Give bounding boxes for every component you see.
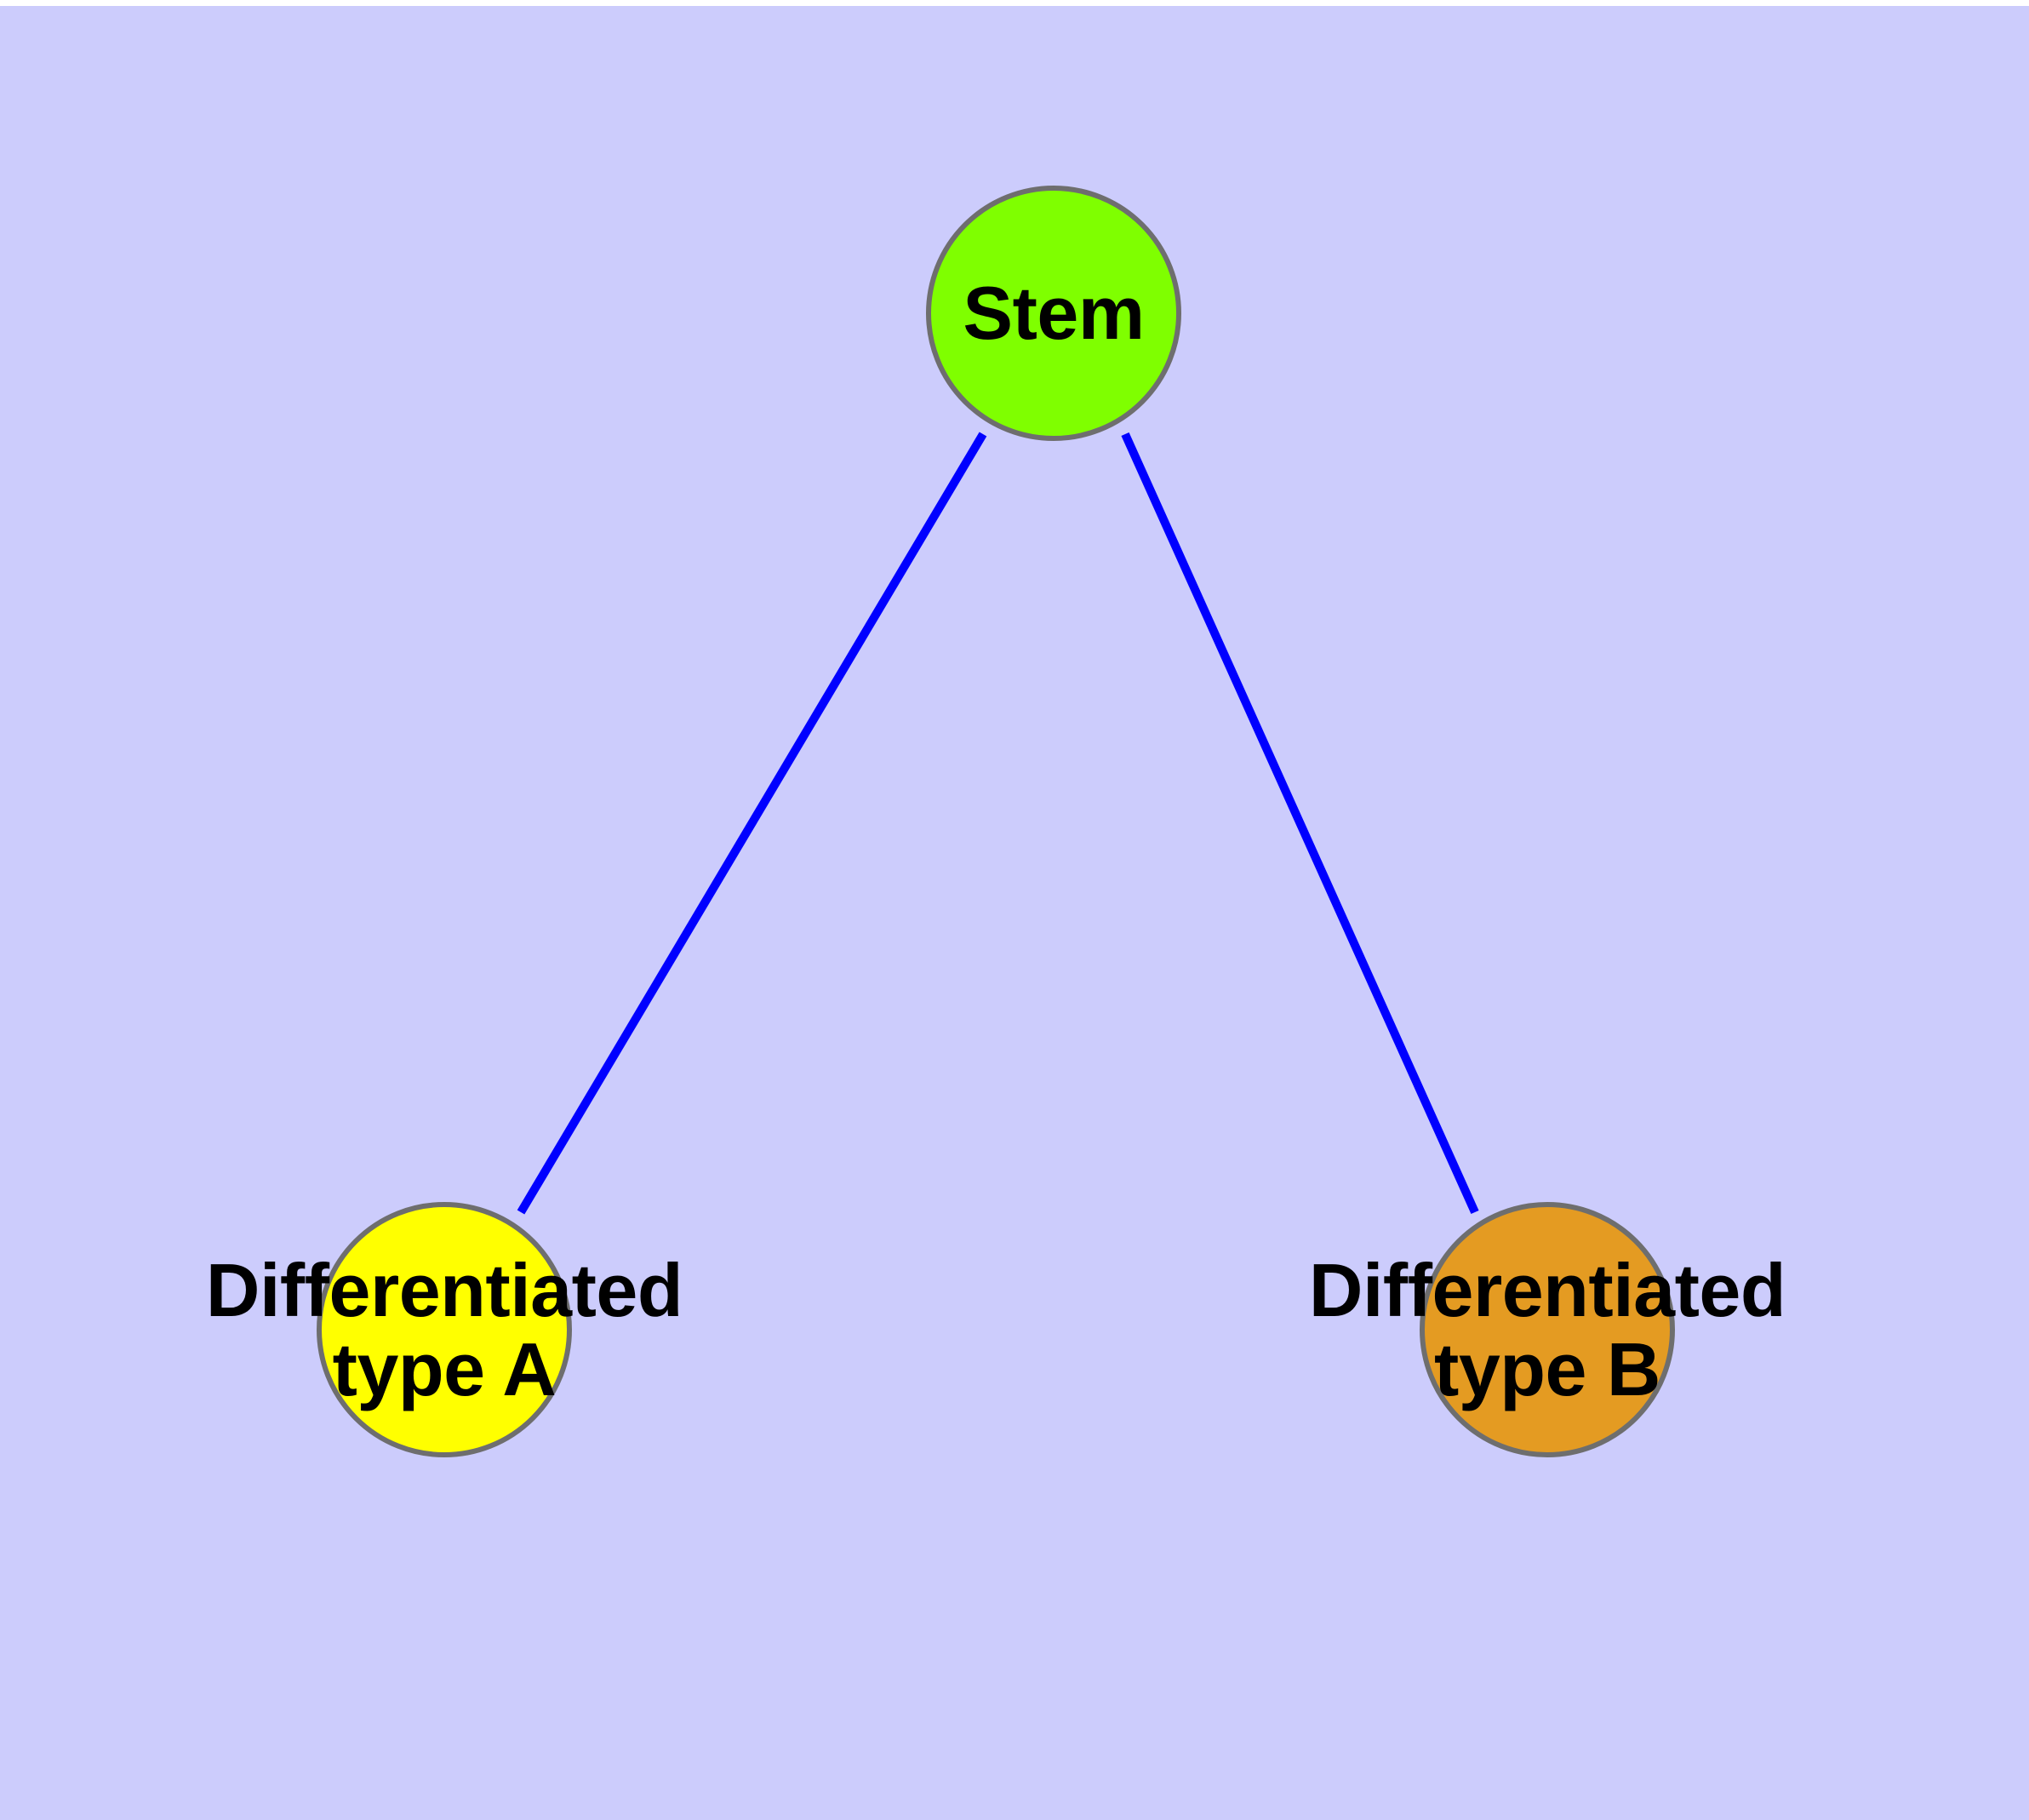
node-stem[interactable]: Stem [926, 186, 1181, 441]
edge-stem-to-diff-a[interactable] [517, 432, 987, 1215]
node-differentiated-type-a-circle [317, 1202, 572, 1457]
node-stem-label: Stem [963, 271, 1145, 356]
node-differentiated-type-b-circle [1420, 1202, 1675, 1457]
node-stem-circle [926, 186, 1181, 441]
top-edge-strip [0, 0, 2029, 6]
edge-stem-to-diff-b[interactable] [1121, 432, 1479, 1215]
